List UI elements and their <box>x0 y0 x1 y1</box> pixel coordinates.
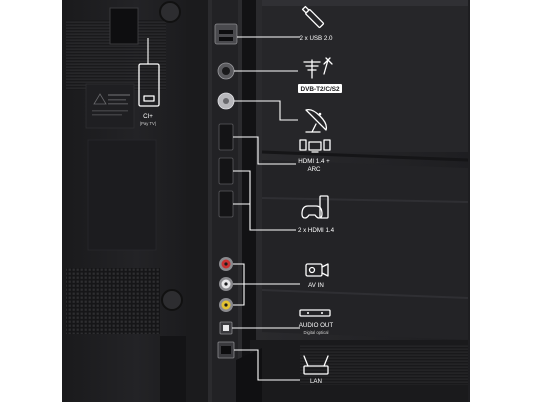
dvb-logo-badge <box>298 84 342 93</box>
port-av-white <box>219 277 233 291</box>
ci-label: CI+ <box>143 113 153 120</box>
port-antenna-terrestrial <box>217 62 235 80</box>
satellite-small-icon <box>323 57 333 75</box>
port-optical <box>219 321 233 335</box>
port-av-red <box>219 257 233 271</box>
leader-lines <box>147 36 300 381</box>
router-icon <box>303 355 329 375</box>
usb-label: 2 x USB 2.0 <box>299 35 333 42</box>
audio-out-label: AUDIO OUT <box>299 322 334 329</box>
port-satellite <box>217 92 235 110</box>
audio-out-sublabel: Digital optical <box>304 330 329 335</box>
hdmi-arc-label-line1: HDMI 1.4 + <box>298 158 330 165</box>
port-hdmi-3 <box>218 190 234 218</box>
ci-sublabel: (Pay TV) <box>140 121 157 126</box>
soundbar-speakers-icon <box>299 139 331 153</box>
hdmi-arc-label-line2: ARC <box>307 166 321 173</box>
port-lan <box>217 341 235 359</box>
soundbar-icon <box>299 309 331 317</box>
usb-stick-icon <box>301 5 325 29</box>
hdmi2-label: 2 x HDMI 1.4 <box>298 227 335 234</box>
port-usb-upper <box>214 23 238 45</box>
rear-body-left <box>62 0 212 402</box>
dvb-label: DVB-T2/C/S2 <box>300 86 340 93</box>
av-in-label: AV IN <box>308 282 324 289</box>
port-av-yellow <box>219 298 233 312</box>
camcorder-icon <box>305 263 329 277</box>
ci-card-icon <box>138 63 160 107</box>
port-hdmi-1 <box>218 123 234 151</box>
game-console-icon <box>301 195 329 219</box>
lan-label: LAN <box>310 378 322 385</box>
rear-body-right <box>236 0 470 402</box>
port-hdmi-2 <box>218 157 234 185</box>
antenna-icon <box>303 59 321 79</box>
satellite-dish-icon <box>305 108 328 133</box>
